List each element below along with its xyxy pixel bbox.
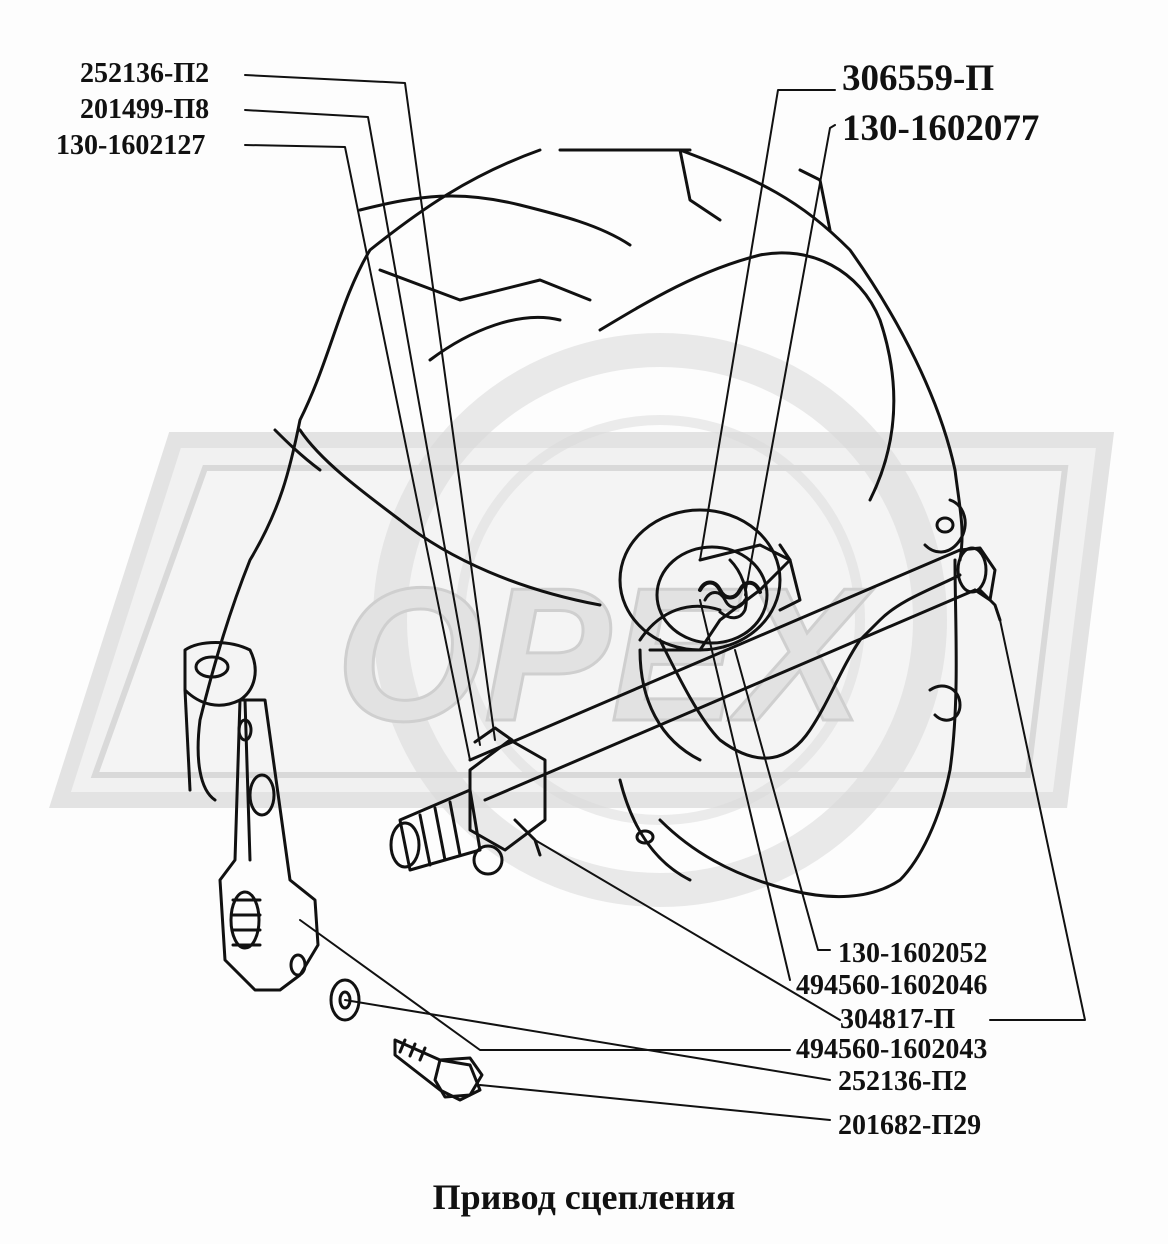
label-494560-1602046: 494560-1602046 <box>796 970 988 1001</box>
washer <box>329 978 361 1022</box>
fork-shaft <box>468 548 962 762</box>
release-fork <box>658 573 962 760</box>
splined-shaft-end <box>398 788 482 872</box>
label-252136-p2-top: 252136-П2 <box>80 58 210 89</box>
label-130-1602052: 130-1602052 <box>838 938 988 969</box>
label-304817-p: 304817-П <box>840 1004 956 1035</box>
watermark-text: ОРЕХ <box>336 549 874 761</box>
label-494560-1602043: 494560-1602043 <box>796 1034 988 1065</box>
label-130-1602077: 130-1602077 <box>842 108 1040 149</box>
label-252136-p2-bottom: 252136-П2 <box>838 1066 968 1097</box>
diagram-caption: Привод сцепления <box>432 1177 736 1217</box>
clutch-housing <box>196 148 542 802</box>
clutch-lever <box>218 698 320 992</box>
label-201499-p8: 201499-П8 <box>80 94 210 125</box>
return-spring <box>698 580 762 600</box>
leader-lines <box>244 74 1086 1121</box>
watermark-logo <box>49 333 1115 907</box>
label-306559-p: 306559-П <box>842 58 995 99</box>
label-130-1602127: 130-1602127 <box>56 130 206 161</box>
label-201682-p29: 201682-П29 <box>838 1110 982 1141</box>
